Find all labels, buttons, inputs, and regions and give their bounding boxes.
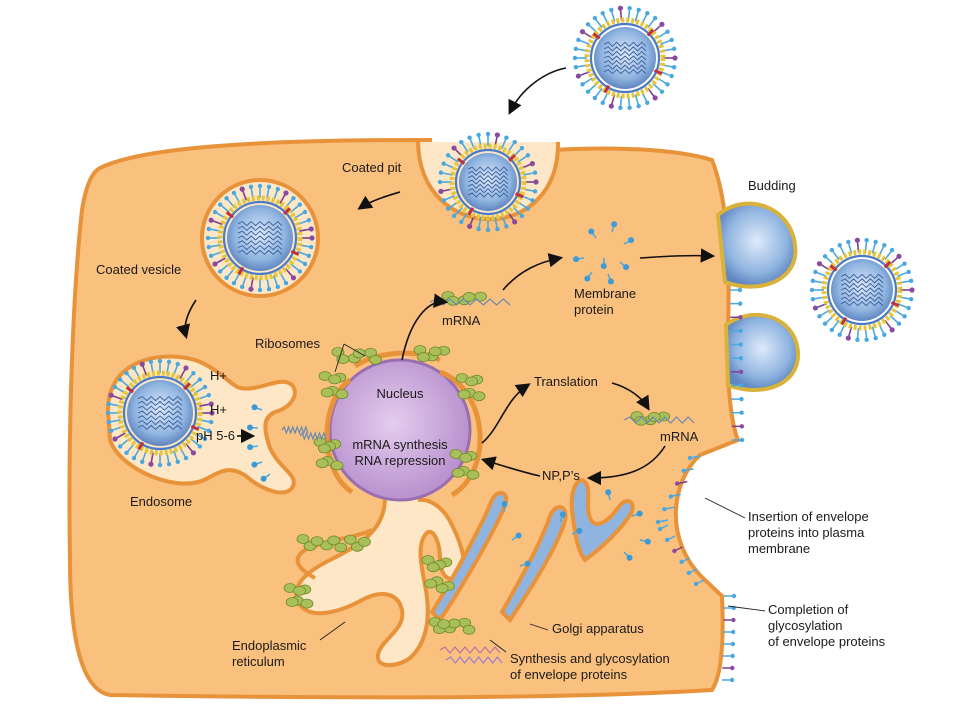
- ribosomes-er-left: [283, 583, 314, 609]
- label-nucleus: Nucleus: [377, 386, 424, 401]
- membrane-protein-8: [607, 273, 614, 285]
- synthesis-strand-2: [445, 656, 503, 664]
- ribosomes-er-right: [421, 555, 455, 594]
- membrane-protein-2: [611, 221, 618, 233]
- membrane-protein-1: [588, 228, 597, 239]
- golgi-protein-4: [559, 511, 566, 523]
- label-np-ps: NP,P’s: [542, 468, 580, 483]
- label-completion-1: Completion of: [768, 602, 849, 617]
- label-coated-vesicle: Coated vesicle: [96, 262, 181, 277]
- label-insertion-1: Insertion of envelope: [748, 509, 869, 524]
- endosome-protein-3: [247, 444, 259, 451]
- golgi-protein-7: [631, 510, 643, 517]
- membrane-protein-3: [623, 237, 635, 245]
- golgi-protein-8: [639, 538, 651, 545]
- label-ribosomes: Ribosomes: [255, 336, 321, 351]
- label-membrane-protein-1: Membrane: [574, 286, 636, 301]
- label-coated-pit: Coated pit: [342, 160, 402, 175]
- golgi-protein-9: [623, 551, 633, 561]
- label-membrane-protein-2: protein: [574, 302, 614, 317]
- virion-entering: [572, 5, 678, 110]
- membrane-protein-7: [584, 271, 593, 282]
- er-branch: [295, 528, 373, 580]
- virion-in-endosome: [105, 358, 215, 468]
- label-mrna-top: mRNA: [442, 313, 481, 328]
- golgi-protein-5: [571, 527, 583, 535]
- label-mrna-right: mRNA: [660, 429, 699, 444]
- virion-in-vesicle: [205, 183, 315, 293]
- label-er-1: Endoplasmic: [232, 638, 307, 653]
- budding-virions: [715, 201, 801, 392]
- ribosomes-nucleus-lower-right: [449, 449, 480, 480]
- label-er-2: reticulum: [232, 654, 285, 669]
- label-rna-repression: RNA repression: [354, 453, 445, 468]
- endosome-protein-4: [251, 461, 263, 468]
- endosome-protein-5: [260, 473, 271, 482]
- label-ph: pH 5-6: [196, 428, 235, 443]
- ribosomes-nucleus-right: [455, 373, 486, 402]
- membrane-protein-6: [619, 261, 630, 271]
- mrna-strand-right: [623, 416, 695, 424]
- nuclear-envelope-right: [439, 369, 483, 498]
- ribosomes-er-top: [296, 534, 371, 553]
- label-synthesis-2: of envelope proteins: [510, 667, 628, 682]
- label-budding: Budding: [748, 178, 796, 193]
- label-insertion-2: proteins into plasma: [748, 525, 865, 540]
- leader-lines: [319, 343, 766, 653]
- label-synthesis-1: Synthesis and glycosylation: [510, 651, 670, 666]
- label-mrna-synthesis: mRNA synthesis: [352, 437, 448, 452]
- rna-in-cytoplasm: [281, 425, 309, 435]
- label-endosome: Endosome: [130, 494, 192, 509]
- spikes-lower-membrane: [722, 593, 737, 683]
- virion-released: [809, 237, 915, 342]
- ribosomes-nucleus-top-right: [413, 345, 451, 362]
- spikes-curve-lower: [657, 524, 705, 587]
- nucleus: [328, 358, 472, 502]
- ribosomes-er-bottom: [428, 617, 476, 635]
- label-h-plus-1: H+: [210, 368, 227, 383]
- golgi-protein-6: [605, 489, 612, 501]
- golgi-protein-3: [519, 560, 531, 567]
- ribosomes-nucleus-left: [318, 371, 349, 400]
- synthesis-strand-1: [439, 646, 501, 654]
- membrane-protein-4: [573, 256, 585, 263]
- nuclear-envelope-left: [324, 377, 354, 495]
- endosome-protein-1: [251, 404, 263, 411]
- rna-in-cytoplasm-2: [299, 431, 327, 441]
- golgi-protein-1: [501, 501, 508, 513]
- label-golgi: Golgi apparatus: [552, 621, 644, 636]
- label-completion-2: glycosylation: [768, 618, 842, 633]
- virion-in-pit: [437, 131, 539, 233]
- label-translation: Translation: [534, 374, 598, 389]
- golgi-protein-2: [511, 532, 522, 541]
- membrane-protein-5: [600, 257, 607, 269]
- label-completion-3: of envelope proteins: [768, 634, 886, 649]
- label-insertion-3: membrane: [748, 541, 810, 556]
- process-arrows: [176, 67, 716, 486]
- ribosomes-nucleus-top: [331, 347, 382, 365]
- spikes-curve-upper: [655, 455, 701, 525]
- spikes-upper-membrane: [730, 287, 745, 443]
- label-h-plus-2: H+: [210, 402, 227, 417]
- ribosomes-nucleus-lower-left: [313, 437, 344, 471]
